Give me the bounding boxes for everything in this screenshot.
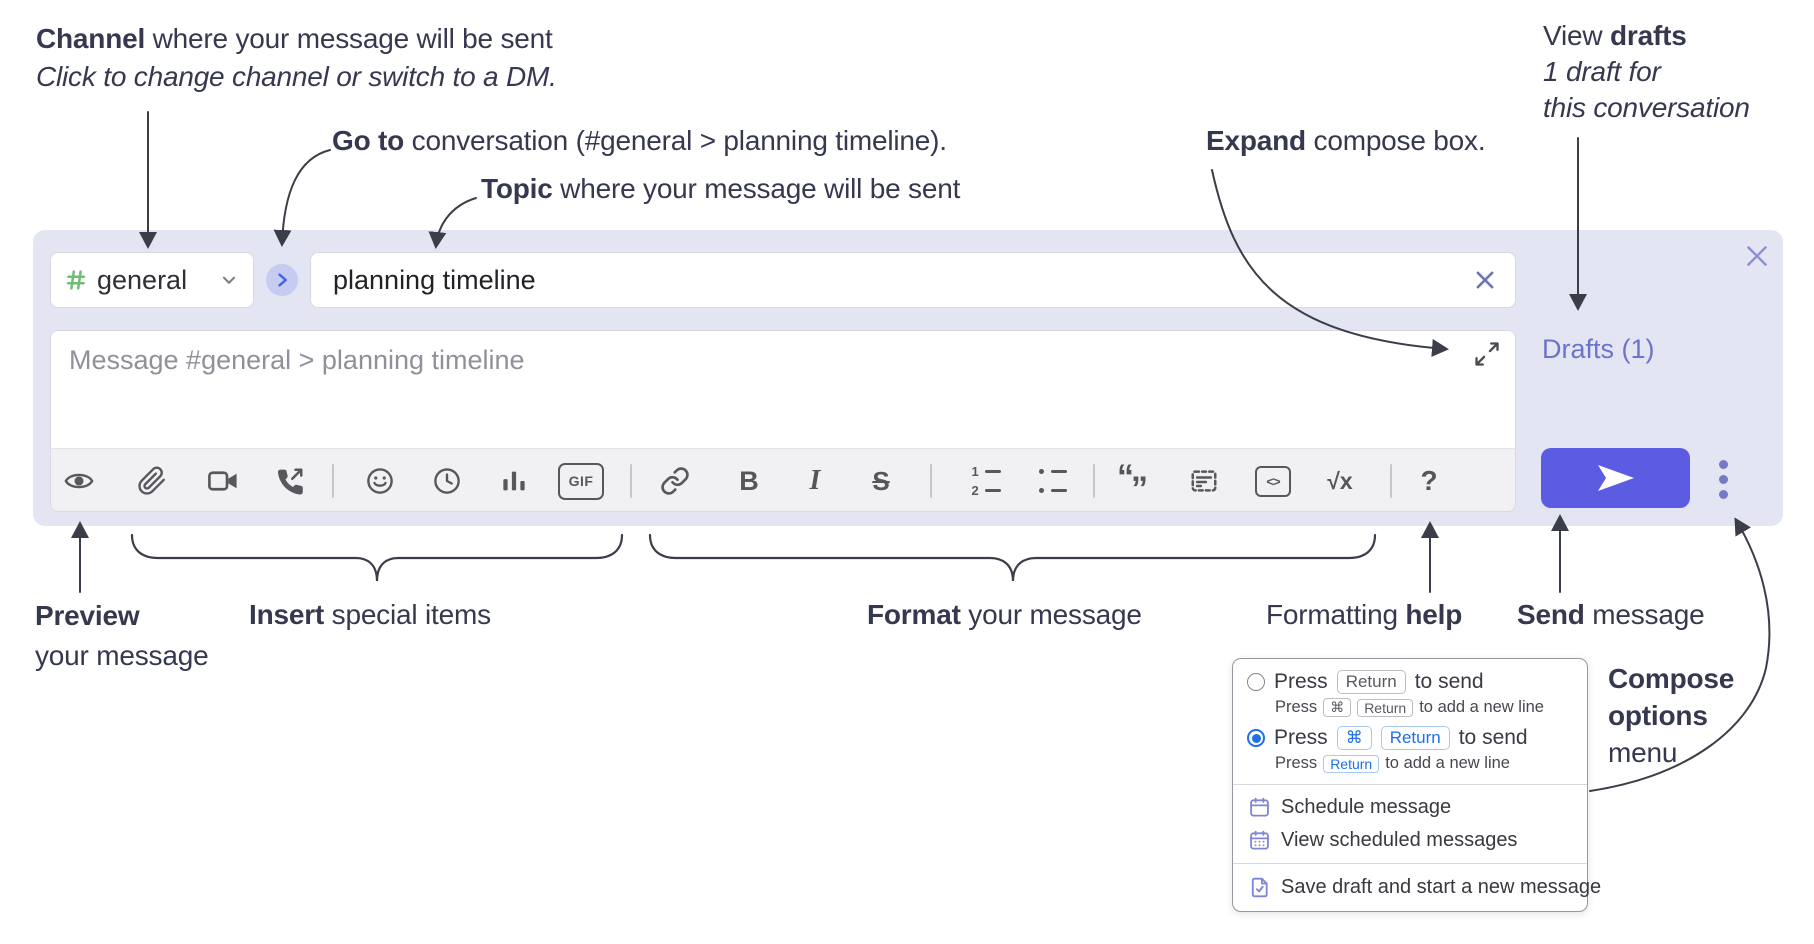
compose-options-menu: Press Return to send Press ⌘ Return to a…: [1232, 658, 1601, 912]
menu-divider: [1233, 863, 1587, 864]
send-shortcut-option-2[interactable]: Press ⌘ Return to send: [1247, 726, 1573, 750]
toolbar-divider: [1390, 464, 1392, 498]
close-compose-button[interactable]: [1743, 242, 1771, 270]
calendar-grid-icon: [1250, 830, 1269, 850]
send-button[interactable]: [1541, 448, 1690, 508]
video-call-icon[interactable]: [201, 459, 245, 503]
strikethrough-icon[interactable]: S: [872, 465, 890, 496]
topic-input[interactable]: planning timeline: [310, 252, 1516, 308]
send-shortcut-option-1-hint: Press ⌘ Return to add a new line: [1275, 698, 1544, 717]
menu-item-save-draft-new-message[interactable]: Save draft and start a new message: [1233, 871, 1601, 904]
hash-icon: [66, 270, 86, 290]
menu-item-view-scheduled-messages[interactable]: View scheduled messages: [1233, 824, 1587, 857]
goto-annotation: Go to conversation (#general > planning …: [332, 125, 947, 156]
drafts-link[interactable]: Drafts (1): [1542, 334, 1655, 364]
view-drafts-annotation: View drafts 1 draft for this conversatio…: [1543, 20, 1750, 123]
save-draft-icon: [1251, 877, 1268, 898]
format-annotation: Format your message: [867, 599, 1142, 630]
topic-annotation: Topic where your message will be sent: [481, 173, 961, 204]
close-icon: [1747, 246, 1767, 266]
toolbar-divider: [930, 464, 932, 498]
gif-icon[interactable]: GIF: [558, 459, 604, 503]
return-key-chip: Return: [1336, 670, 1406, 694]
topic-value: planning timeline: [333, 264, 536, 295]
preview-annotation: Preview your message: [35, 600, 209, 671]
compose-box: general planning timeline Message #gener…: [33, 230, 1783, 526]
toolbar-divider: [332, 464, 334, 498]
close-icon: [1476, 271, 1494, 289]
calendar-icon: [1250, 797, 1269, 817]
channel-name: general: [97, 264, 188, 295]
formatting-help-icon[interactable]: ?: [1420, 465, 1438, 496]
compose-options-annotation: Compose options menu: [1608, 663, 1735, 768]
poll-icon[interactable]: [492, 459, 536, 503]
menu-divider: [1233, 784, 1587, 785]
emoji-icon[interactable]: [358, 459, 402, 503]
compose-toolbar: GIF B I S 1 2: [50, 448, 1516, 512]
radio-unselected[interactable]: [1247, 673, 1265, 691]
return-key-chip: Return: [1323, 754, 1380, 773]
chevron-right-icon: [278, 273, 287, 287]
spoiler-icon[interactable]: [1182, 459, 1226, 503]
cmd-key-chip: ⌘: [1323, 698, 1352, 717]
message-input[interactable]: Message #general > planning timeline: [50, 330, 1516, 448]
send-plane-icon: [1597, 465, 1634, 491]
expand-icon: [1475, 342, 1499, 366]
menu-item-schedule-message[interactable]: Schedule message: [1233, 791, 1587, 824]
go-to-conversation-button[interactable]: [266, 264, 298, 296]
ellipsis-dot: [1719, 490, 1728, 499]
toolbar-divider: [630, 464, 632, 498]
expand-compose-button[interactable]: [1473, 340, 1501, 368]
chevron-down-icon: [222, 276, 236, 284]
return-key-chip: Return: [1380, 726, 1450, 750]
ellipsis-dot: [1719, 475, 1728, 484]
toolbar-divider: [1093, 464, 1095, 498]
clear-topic-button[interactable]: [1473, 268, 1497, 292]
expand-annotation: Expand compose box.: [1206, 125, 1486, 156]
return-key-chip: Return: [1357, 698, 1414, 717]
italic-icon[interactable]: I: [809, 465, 821, 496]
preview-eye-icon[interactable]: [57, 459, 101, 503]
numbered-list-icon[interactable]: 1 2: [964, 459, 1008, 503]
radio-selected[interactable]: [1247, 729, 1265, 747]
code-icon[interactable]: <>: [1251, 459, 1295, 503]
quote-icon[interactable]: “”: [1117, 458, 1148, 508]
bold-icon[interactable]: B: [739, 465, 759, 496]
cmd-key-chip: ⌘: [1336, 726, 1372, 750]
voice-call-icon[interactable]: [268, 459, 312, 503]
bulleted-list-icon[interactable]: [1030, 459, 1074, 503]
send-shortcut-option-1[interactable]: Press Return to send: [1247, 670, 1573, 694]
ellipsis-dot: [1719, 460, 1728, 469]
brace-insert: [130, 533, 624, 582]
channel-selector[interactable]: general: [50, 252, 254, 308]
compose-options-menu-button[interactable]: [1719, 460, 1728, 499]
brace-format: [648, 533, 1377, 582]
send-shortcut-option-2-hint: Press Return to add a new line: [1275, 754, 1510, 773]
link-icon[interactable]: [653, 459, 697, 503]
send-annotation: Send message: [1517, 599, 1705, 630]
attach-paperclip-icon[interactable]: [130, 459, 174, 503]
time-icon[interactable]: [425, 459, 469, 503]
channel-annotation: Channel where your message will be sent …: [36, 23, 557, 92]
math-icon[interactable]: √x: [1327, 467, 1353, 494]
formatting-help-annotation: Formatting help: [1266, 599, 1463, 630]
insert-annotation: Insert special items: [249, 599, 491, 630]
message-placeholder: Message #general > planning timeline: [69, 345, 525, 375]
